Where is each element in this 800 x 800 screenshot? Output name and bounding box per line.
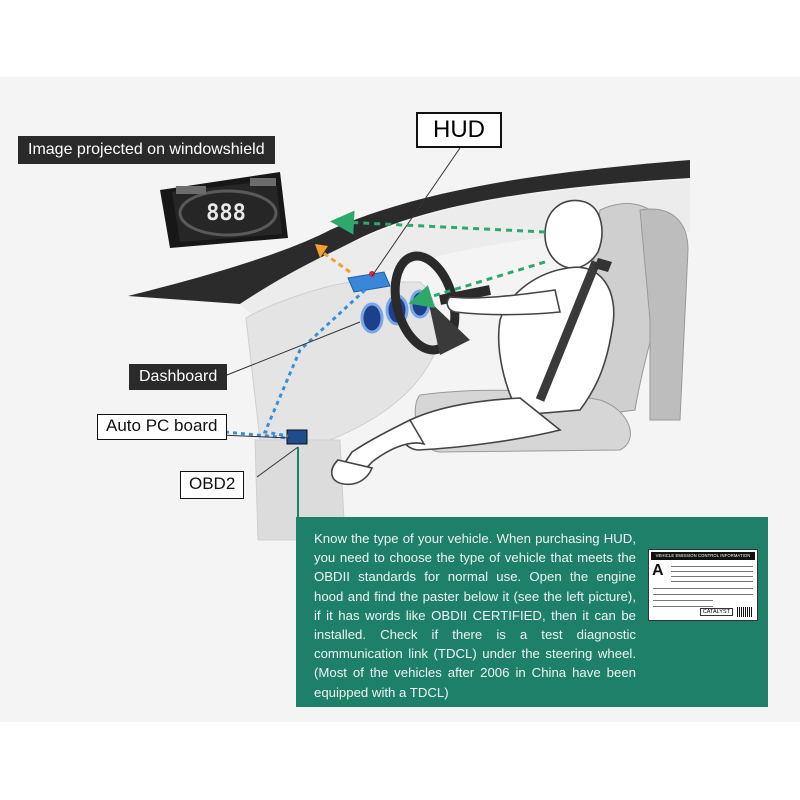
dashboard-label-text: Dashboard [139,368,218,385]
sticker-barcode [737,607,753,617]
belt-clip [594,258,612,272]
obd2-label-text: OBD2 [189,474,236,493]
obd2-port [286,429,308,445]
hud-digits: 888 [206,201,246,226]
hud-projection-image: 888 [160,172,288,248]
info-text: Know the type of your vehicle. When purc… [314,531,636,700]
hud-device [347,271,391,293]
emission-sticker: VEHICLE EMISSION CONTROL INFORMATION A C… [648,549,758,621]
driver-figure [331,199,615,486]
sight-line-arrows [330,210,546,308]
hud-label: HUD [416,112,502,148]
seat-belt [535,260,601,402]
wiring [224,288,367,440]
auto-pc-board-label: Auto PC board [97,414,227,440]
projection-label-text: Image projected on windowshield [28,141,265,158]
sticker-grade: A [652,562,664,579]
info-panel: Know the type of your vehicle. When purc… [296,517,768,707]
sticker-title: VEHICLE EMISSION CONTROL INFORMATION [651,552,755,560]
dashboard-label: Dashboard [129,364,228,390]
projection-arrow [315,244,351,274]
steering-wheel [390,251,491,355]
auto-pc-board-label-text: Auto PC board [106,416,218,435]
windshield-roof [128,160,690,304]
obd2-label: OBD2 [180,471,245,499]
projection-label: Image projected on windowshield [18,136,275,164]
sticker-catalyst: CATALYST [699,608,733,616]
